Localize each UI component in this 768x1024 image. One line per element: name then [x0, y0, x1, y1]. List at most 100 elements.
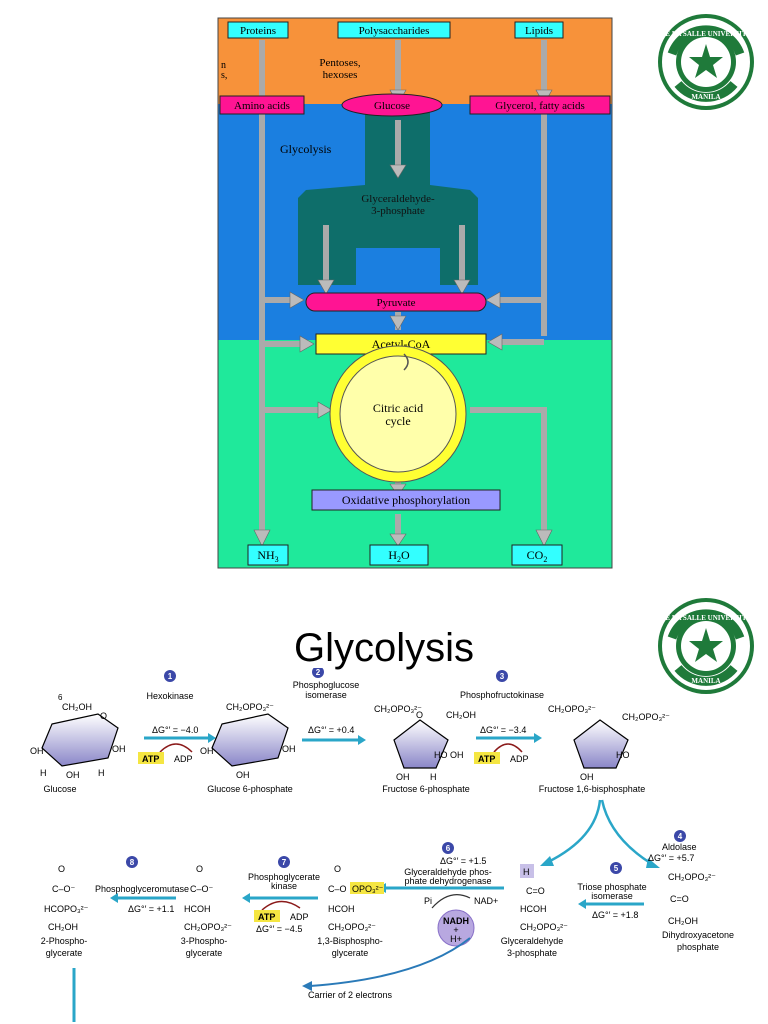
nh3-label: NH3 [257, 548, 278, 564]
oxphos-box [311, 489, 501, 511]
metabolism-diagram: Proteins Polysaccharides Lipids n s, Pen… [217, 17, 613, 569]
proteins-label: Proteins [240, 25, 276, 37]
dhap-label-1: Dihydroxyacetone [662, 930, 734, 940]
pyruvate-label: Pyruvate [376, 297, 415, 309]
step-3-dg: ΔG°′ = −3.4 [480, 725, 526, 735]
step-6-enzyme-2: phate dehydrogenase [404, 876, 491, 886]
svg-text:OH: OH [236, 770, 250, 780]
f6p-label: Fructose 6-phosphate [382, 784, 470, 794]
pg2-label-1: 2-Phospho- [41, 936, 88, 946]
glucose-ch2oh: CH₂OH [62, 702, 92, 712]
svg-text:C–O⁻: C–O⁻ [52, 884, 76, 894]
side-note-2: s, [221, 70, 227, 81]
glycolysis-pathway-diagram: 1 2 3 4 5 6 7 8 CH₂OH 6 O OH OH OH H H G… [30, 668, 734, 1022]
step-3-number: 3 [500, 672, 505, 681]
svg-text:C=O: C=O [670, 894, 689, 904]
step-7-adp: ADP [290, 912, 309, 922]
glycolysis-shape [298, 112, 478, 285]
svg-text:O: O [416, 710, 423, 720]
lipids-box [514, 21, 564, 39]
university-seal-logo-2: DE LA SALLE UNIVERSITY MANILA [658, 598, 754, 694]
step-7-enzyme-2: kinase [271, 881, 297, 891]
svg-text:O: O [334, 864, 341, 874]
step-7-atp: ATP [258, 912, 275, 922]
step-3-atp: ATP [478, 754, 495, 764]
side-note-1: n [221, 60, 226, 71]
h2o-box [369, 544, 429, 566]
seal-top-text-2: DE LA SALLE UNIVERSITY [660, 614, 751, 622]
step-8-enzyme: Phosphoglyceromutase [95, 884, 189, 894]
seal-bottom-text-2: MANILA [691, 677, 720, 685]
pfk-label: Phosphofructokinase [460, 690, 544, 700]
step-2-enzyme-1: Phosphoglucose [293, 680, 360, 690]
svg-text:OH: OH [200, 746, 214, 756]
svg-text:O: O [196, 864, 203, 874]
svg-text:OH: OH [112, 744, 126, 754]
svg-text:6: 6 [58, 693, 63, 702]
step-6-enzyme-1: Glyceraldehyde phos- [404, 867, 492, 877]
glycerol-label: Glycerol, fatty acids [495, 100, 585, 112]
hexoses-label: hexoses [323, 69, 358, 81]
step-7-enzyme-1: Phosphoglycerate [248, 872, 320, 882]
cycle-label-2: cycle [385, 414, 410, 428]
svg-text:CH₂OPO₃²⁻: CH₂OPO₃²⁻ [226, 702, 274, 712]
slide-metabolism-overview: Proteins Polysaccharides Lipids n s, Pen… [217, 14, 754, 569]
co2-label: CO2 [527, 548, 548, 564]
pentoses-label: Pentoses, [319, 57, 361, 69]
h2o-label: H2O [388, 548, 410, 564]
svg-text:HCOH: HCOH [328, 904, 355, 914]
svg-text:CH₂OPO₃²⁻: CH₂OPO₃²⁻ [328, 922, 376, 932]
svg-text:OH: OH [66, 770, 80, 780]
proteins-box [227, 21, 289, 39]
step-4-number: 4 [678, 832, 683, 841]
svg-text:OH: OH [450, 750, 464, 760]
bpg-label-2: glycerate [332, 948, 369, 958]
svg-text:CH₂OPO₃²⁻: CH₂OPO₃²⁻ [520, 922, 568, 932]
pg3-label-1: 3-Phospho- [181, 936, 228, 946]
svg-text:H: H [98, 768, 105, 778]
svg-text:O: O [100, 711, 107, 721]
svg-text:CH₂OPO₃²⁻: CH₂OPO₃²⁻ [622, 712, 670, 722]
amino-acids-box [219, 95, 305, 115]
step-3-adp: ADP [510, 754, 529, 764]
svg-text:C–O: C–O [328, 884, 347, 894]
step-8-number: 8 [130, 858, 135, 867]
svg-text:CH₂OPO₃²⁻: CH₂OPO₃²⁻ [548, 704, 596, 714]
svg-text:HCOPO₃²⁻: HCOPO₃²⁻ [44, 904, 89, 914]
step-6-pi: Pi [424, 896, 432, 906]
step-1-atp: ATP [142, 754, 159, 764]
seal-top-text: DE LA SALLE UNIVERSITY [660, 30, 751, 38]
university-seal-logo: DE LA SALLE UNIVERSITY MANILA [658, 14, 754, 110]
nh3-box [247, 544, 289, 566]
svg-text:CH₂OPO₃²⁻: CH₂OPO₃²⁻ [374, 704, 422, 714]
svg-text:HO: HO [434, 750, 448, 760]
step-1-dg: ΔG°′ = −4.0 [152, 725, 198, 735]
oxphos-label: Oxidative phosphorylation [342, 493, 470, 507]
step-4-dg: ΔG°′ = +5.7 [648, 853, 694, 863]
co2-box [511, 544, 563, 566]
step-2-enzyme-2: isomerase [305, 690, 347, 700]
glycerol-box [469, 95, 611, 115]
lipids-label: Lipids [525, 25, 553, 37]
svg-text:HCOH: HCOH [184, 904, 211, 914]
svg-text:CH₂OPO₃²⁻: CH₂OPO₃²⁻ [668, 872, 716, 882]
svg-text:C=O: C=O [526, 886, 545, 896]
dhap-label-2: phosphate [677, 942, 719, 952]
svg-text:O: O [58, 864, 65, 874]
step-6-number: 6 [446, 844, 451, 853]
carrier-label: Carrier of 2 electrons [308, 990, 393, 1000]
glucose-label: Glucose [374, 100, 410, 112]
glucose-label: Glucose [43, 784, 76, 794]
svg-text:H+: H+ [450, 934, 462, 944]
step-8-dg: ΔG°′ = +1.1 [128, 904, 174, 914]
step-1-adp: ADP [174, 754, 193, 764]
svg-text:OH: OH [30, 746, 44, 756]
cycle-label-1: Citric acid [373, 401, 423, 415]
step-2-dg: ΔG°′ = +0.4 [308, 725, 354, 735]
step-7-number: 7 [282, 858, 287, 867]
bpg-label-1: 1,3-Bisphospho- [317, 936, 383, 946]
svg-text:H: H [40, 768, 47, 778]
step-5-enzyme-2: isomerase [591, 891, 633, 901]
slide-title: Glycolysis [293, 626, 475, 670]
step-5-enzyme-1: Triose phosphate [577, 882, 646, 892]
